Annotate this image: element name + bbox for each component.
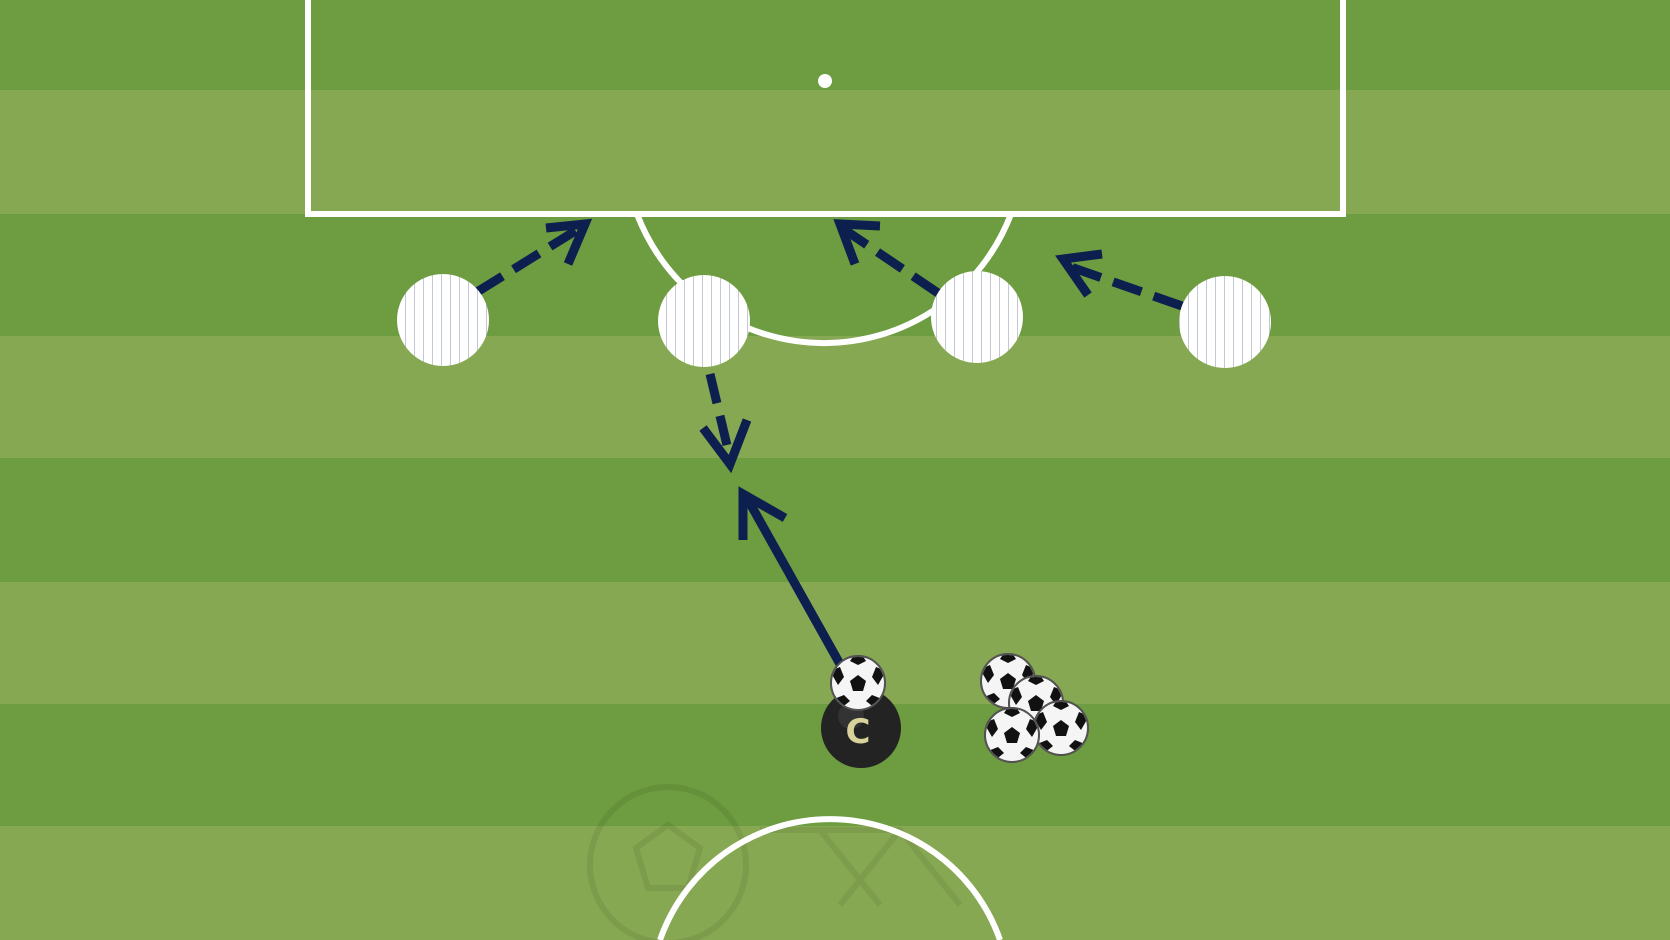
grass-stripe (0, 0, 1670, 90)
arrow-defender-3 (833, 219, 941, 297)
center-circle (657, 816, 1003, 940)
defender-marker (931, 271, 1023, 363)
movement-arrows (474, 218, 1184, 676)
defender-marker (658, 275, 750, 367)
penalty-box (305, 0, 1346, 217)
arrow-defender-4 (1055, 249, 1184, 311)
soccer-ball-icon (830, 655, 886, 711)
grass-stripe (0, 826, 1670, 940)
grass-stripe (0, 458, 1670, 582)
grass-stripe (0, 336, 1670, 458)
coach-label: C (846, 712, 871, 752)
arrow-defender-2 (699, 372, 752, 474)
coach-marker: C (821, 688, 901, 768)
defenders (397, 271, 1271, 368)
grass-stripe (0, 214, 1670, 336)
grass-stripe (0, 90, 1670, 214)
arrow-coach-pass (738, 486, 849, 676)
penalty-spot (818, 74, 832, 88)
defender-marker (397, 274, 489, 366)
arrow-defender-1 (474, 218, 593, 296)
defender-marker (1179, 276, 1271, 368)
